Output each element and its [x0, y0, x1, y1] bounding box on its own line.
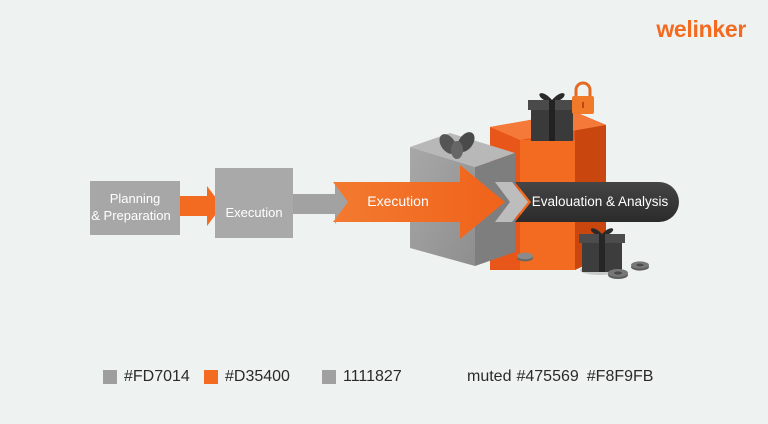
step-execution-main-label: Execution — [367, 193, 428, 209]
brand-logo: welinker — [656, 16, 746, 42]
step-evaluation-label: Evalouation & Analysis — [532, 194, 669, 209]
padlock-icon — [572, 81, 594, 114]
step-execution-box — [215, 168, 293, 238]
coin-stack-icon — [608, 261, 649, 279]
step-evaluation-pill — [515, 182, 679, 222]
step-planning-box — [90, 181, 180, 235]
gift-box-icon-bottom — [579, 228, 625, 275]
leaf-icon — [439, 132, 475, 159]
step-planning-label-line2: & Preparation — [91, 208, 171, 223]
gift-box-icon-top — [528, 93, 576, 141]
disc-icon — [517, 252, 533, 262]
arrow-execution-main — [333, 165, 505, 239]
arrow-step2-to-step3 — [293, 184, 350, 224]
step-planning-label-line1: Planning — [110, 191, 161, 206]
arrow-step1-to-step2 — [180, 186, 222, 226]
step-execution-label: Execution — [225, 205, 282, 220]
chevron-connector — [495, 182, 528, 222]
